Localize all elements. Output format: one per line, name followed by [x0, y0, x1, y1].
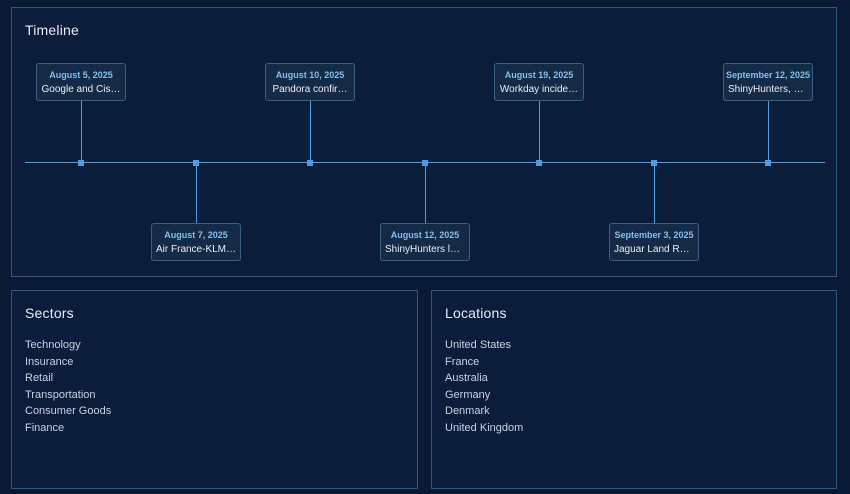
event-description: Air France-KLM…	[156, 244, 237, 255]
timeline-connector	[196, 162, 197, 223]
sector-item: Retail	[25, 372, 54, 384]
event-description: ShinyHunters, a…	[728, 84, 810, 95]
sectors-title: Sectors	[25, 305, 74, 321]
timeline-connector	[539, 101, 540, 162]
locations-title: Locations	[445, 305, 507, 321]
sectors-list: Technology Insurance Retail Transportati…	[25, 337, 111, 436]
event-date: September 12, 2025	[725, 70, 811, 80]
locations-list: United States France Australia Germany D…	[445, 337, 523, 436]
timeline-marker	[307, 160, 313, 166]
timeline-connector	[768, 101, 769, 162]
location-item: United States	[445, 339, 512, 351]
event-date: August 12, 2025	[390, 230, 460, 240]
event-description: Jaguar Land Ro…	[614, 244, 696, 255]
sector-item: Consumer Goods	[25, 405, 112, 417]
timeline-marker	[765, 160, 771, 166]
timeline-marker	[78, 160, 84, 166]
location-item: Australia	[445, 372, 488, 384]
timeline-connector	[425, 162, 426, 223]
event-description: Pandora confir…	[272, 84, 348, 95]
event-date: September 3, 2025	[614, 230, 694, 240]
timeline-marker	[536, 160, 542, 166]
event-description: ShinyHunters le…	[385, 244, 466, 255]
sector-item: Transportation	[25, 388, 96, 401]
sector-item: Technology	[25, 339, 81, 351]
event-date: August 5, 2025	[49, 70, 113, 80]
locations-panel: Locations United States France Australia…	[431, 290, 837, 489]
location-item: Germany	[445, 388, 491, 401]
sector-item: Finance	[25, 421, 65, 434]
sectors-panel: Sectors Technology Insurance Retail Tran…	[11, 290, 418, 489]
location-item: United Kingdom	[445, 421, 524, 434]
event-date: August 10, 2025	[275, 70, 345, 80]
event-description: Google and Cis…	[41, 84, 121, 95]
event-date: August 7, 2025	[164, 230, 228, 240]
sector-item: Insurance	[25, 355, 74, 368]
timeline-title: Timeline	[25, 22, 79, 38]
timeline-connector	[81, 101, 82, 162]
event-description: Workday incide…	[499, 84, 579, 95]
location-item: Denmark	[445, 405, 490, 417]
timeline-connector	[310, 101, 311, 162]
location-item: France	[445, 355, 480, 368]
event-date: August 19, 2025	[504, 70, 574, 80]
timeline-connector	[654, 162, 655, 223]
